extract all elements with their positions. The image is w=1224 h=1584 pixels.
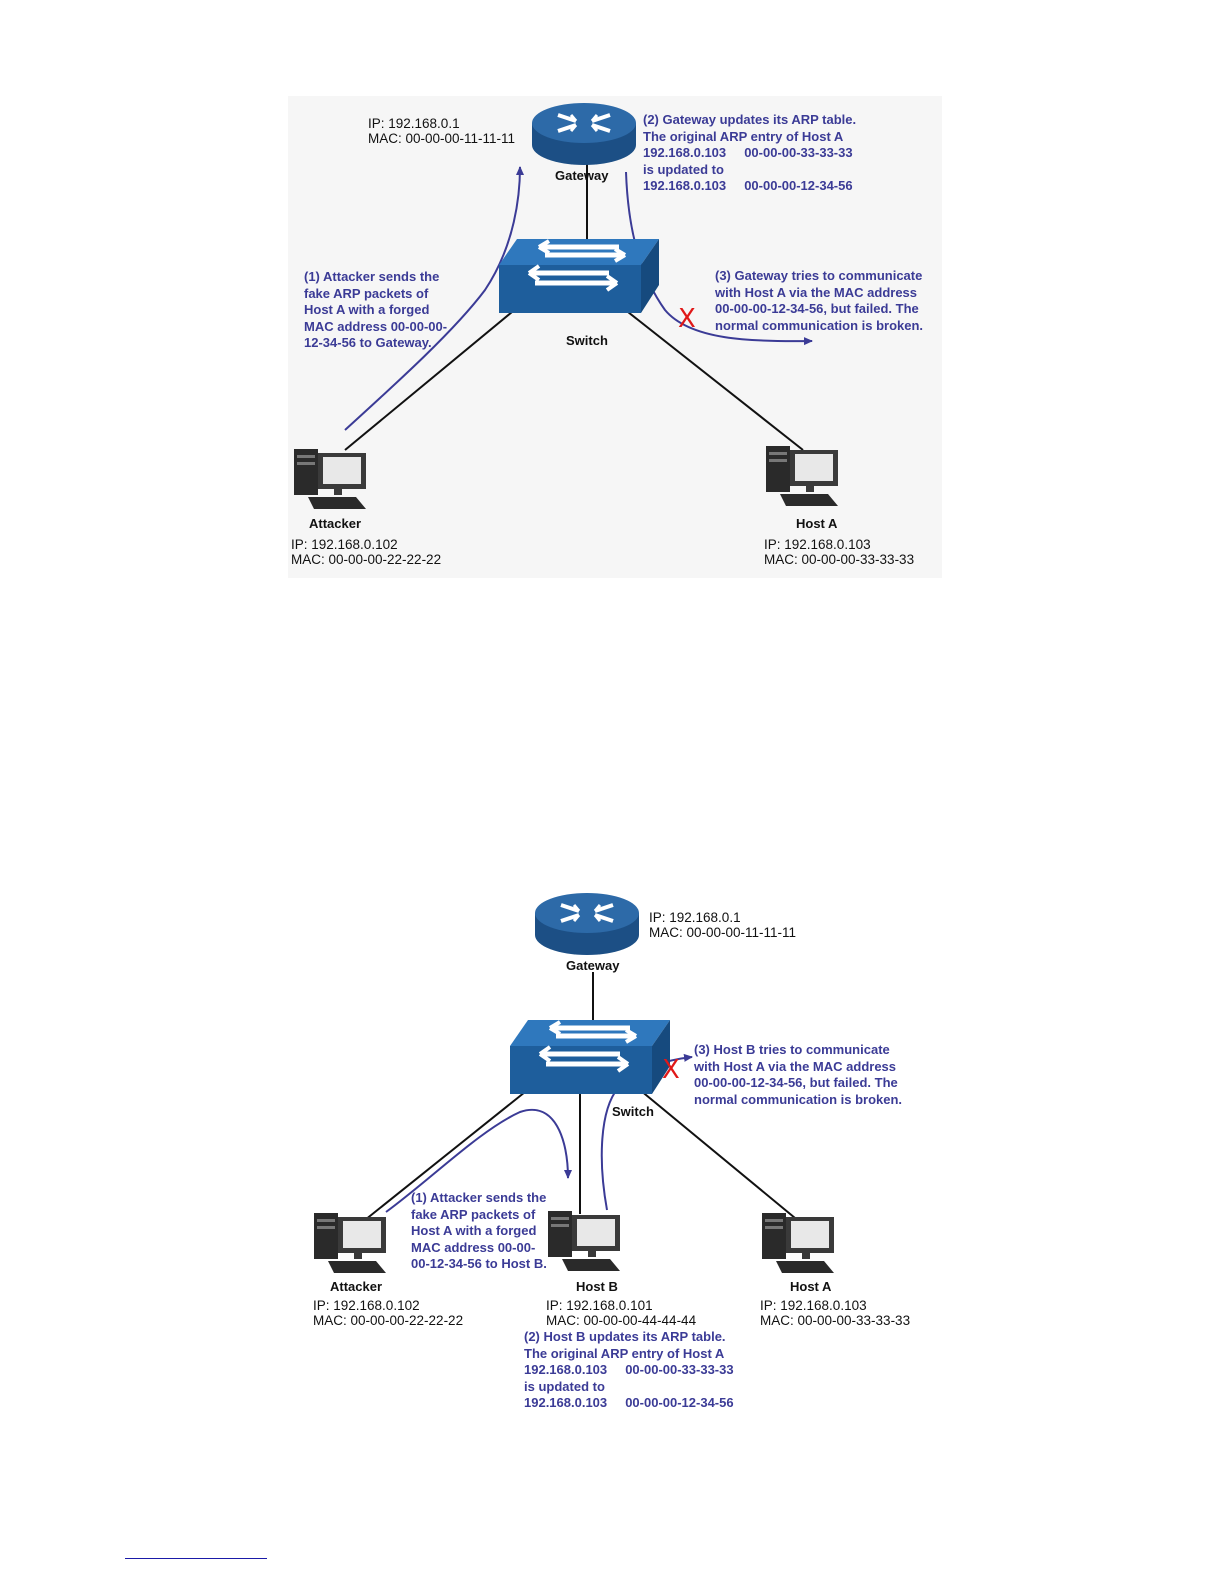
attacker-label: Attacker: [309, 516, 362, 531]
router-icon: [533, 891, 641, 957]
computer-icon: [294, 449, 366, 509]
switch-icon: [510, 1020, 670, 1094]
attacker-ip: IP: 192.168.0.102: [313, 1298, 420, 1313]
arrow-gateway-to-host-a: [625, 171, 813, 346]
attacker-ip: IP: 192.168.0.102: [291, 537, 398, 552]
attacker-mac: MAC: 00-00-00-22-22-22: [313, 1313, 464, 1328]
computer-icon: [766, 446, 838, 506]
footnote-divider: [125, 1558, 267, 1559]
gateway-mac: MAC: 00-00-00-11-11-11: [649, 925, 797, 940]
link-switch-host-a: [627, 311, 804, 451]
step-3-note: (3) Host B tries to communicate with Hos…: [694, 1042, 903, 1107]
attacker-mac: MAC: 00-00-00-22-22-22: [291, 552, 442, 567]
step-3-note: (3) Gateway tries to communicate with Ho…: [715, 268, 924, 333]
computer-icon: [548, 1211, 620, 1271]
host-b-ip: IP: 192.168.0.101: [546, 1298, 653, 1313]
host-a-ip: IP: 192.168.0.103: [760, 1298, 867, 1313]
cross-icon: X: [678, 304, 696, 334]
gateway-ip: IP: 192.168.0.1: [368, 116, 460, 131]
diagram-1-background: [288, 96, 942, 578]
switch-label: Switch: [612, 1104, 654, 1119]
attacker-label: Attacker: [330, 1279, 383, 1294]
cross-icon: X: [662, 1055, 680, 1085]
step-1-note: (1) Attacker sends the fake ARP packets …: [304, 269, 448, 350]
gateway-mac: MAC: 00-00-00-11-11-11: [368, 131, 516, 146]
host-a-mac: MAC: 00-00-00-33-33-33: [760, 1313, 911, 1328]
link-switch-attacker: [364, 1087, 531, 1221]
link-switch-attacker: [344, 311, 513, 451]
host-a-label: Host A: [790, 1279, 832, 1294]
router-icon: [530, 101, 638, 167]
host-b-mac: MAC: 00-00-00-44-44-44: [546, 1313, 697, 1328]
step-1-note: (1) Attacker sends the fake ARP packets …: [411, 1190, 547, 1271]
host-b-label: Host B: [576, 1279, 618, 1294]
link-switch-host-a: [639, 1089, 796, 1219]
switch-icon: [499, 239, 659, 313]
gateway-label: Gateway: [555, 168, 609, 183]
step-2-note: (2) Host B updates its ARP table. The or…: [524, 1329, 734, 1410]
step-2-note: (2) Gateway updates its ARP table. The o…: [643, 112, 857, 193]
host-a-mac: MAC: 00-00-00-33-33-33: [764, 552, 915, 567]
arrow-attacker-to-gateway: [344, 166, 524, 431]
switch-label: Switch: [566, 333, 608, 348]
arrow-attacker-to-host-b: [385, 1108, 572, 1213]
computer-icon: [314, 1213, 386, 1273]
host-a-ip: IP: 192.168.0.103: [764, 537, 871, 552]
gateway-ip: IP: 192.168.0.1: [649, 910, 741, 925]
computer-icon: [762, 1213, 834, 1273]
host-a-label: Host A: [796, 516, 838, 531]
gateway-label: Gateway: [566, 958, 620, 973]
